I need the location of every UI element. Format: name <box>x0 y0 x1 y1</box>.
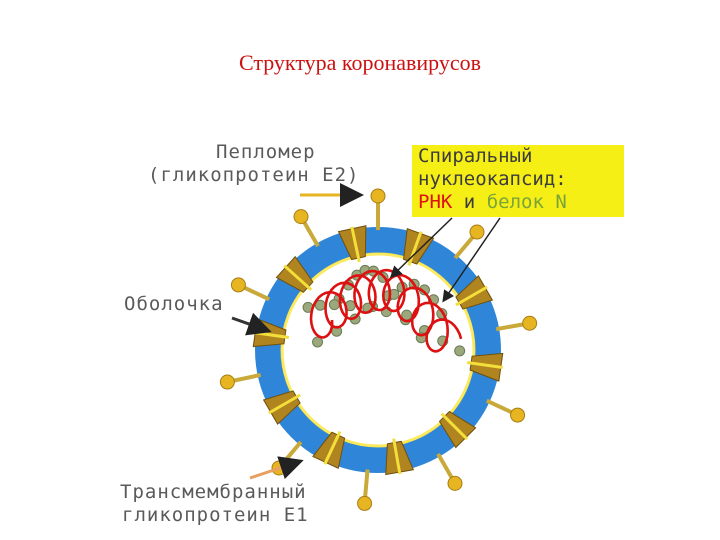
spike-head <box>230 277 246 293</box>
spike-head <box>447 475 463 491</box>
anchor-core <box>350 226 361 263</box>
anchor-core <box>466 361 503 370</box>
rna-label: РНК <box>418 191 453 213</box>
protein-n-label: белок N <box>486 191 567 213</box>
peplomer-label-line2: (гликопротеин E2) <box>148 164 360 186</box>
page-title: Структура коронавирусов <box>238 50 482 75</box>
protein-arrow <box>442 217 501 303</box>
nucleocapsid-highlight <box>412 145 624 217</box>
envelope-arrow <box>231 312 272 336</box>
transmembrane-anchors <box>252 225 504 476</box>
transmembrane-label-line1: Трансмембранный <box>120 481 307 503</box>
peplomer-label-line1: Пепломер <box>216 141 316 163</box>
anchor-core <box>268 393 301 415</box>
anchor-core <box>392 438 402 475</box>
rna-coil <box>309 268 463 353</box>
nucleocapsid-line2: нуклеокапсид: <box>418 168 567 190</box>
anchor-core <box>440 412 469 441</box>
rna-arrow <box>389 217 453 279</box>
anchor-core <box>455 285 488 307</box>
anchor-core <box>407 231 423 266</box>
spike-head <box>219 374 235 390</box>
nucleocapsid-line1: Спиральный <box>418 145 533 167</box>
nucleocapsid-label: Спиральный нуклеокапсид: РНК и белок N <box>418 145 567 214</box>
protein-n-particle <box>328 299 340 311</box>
anchor-core <box>283 264 313 291</box>
spike-head <box>469 224 485 240</box>
protein-n-particle <box>454 345 466 357</box>
membrane-anchor <box>469 352 504 382</box>
transmembrane-label-line2: гликопротеин E1 <box>122 504 309 526</box>
and-label: и <box>463 191 476 213</box>
spike-head <box>510 407 526 423</box>
transmembrane-arrow <box>249 456 304 480</box>
nucleocapsid-line3: РНК и белок N <box>418 191 567 214</box>
envelope-inner-rim <box>280 252 476 448</box>
membrane-anchor <box>337 225 367 261</box>
membrane-anchor <box>385 440 415 476</box>
spike-head <box>293 209 309 225</box>
envelope-ring <box>255 227 501 473</box>
spike-head <box>522 315 538 331</box>
spike-head <box>357 495 373 511</box>
spike-head <box>370 188 386 204</box>
envelope-label: Оболочка <box>124 293 224 315</box>
anchor-core <box>323 430 342 465</box>
